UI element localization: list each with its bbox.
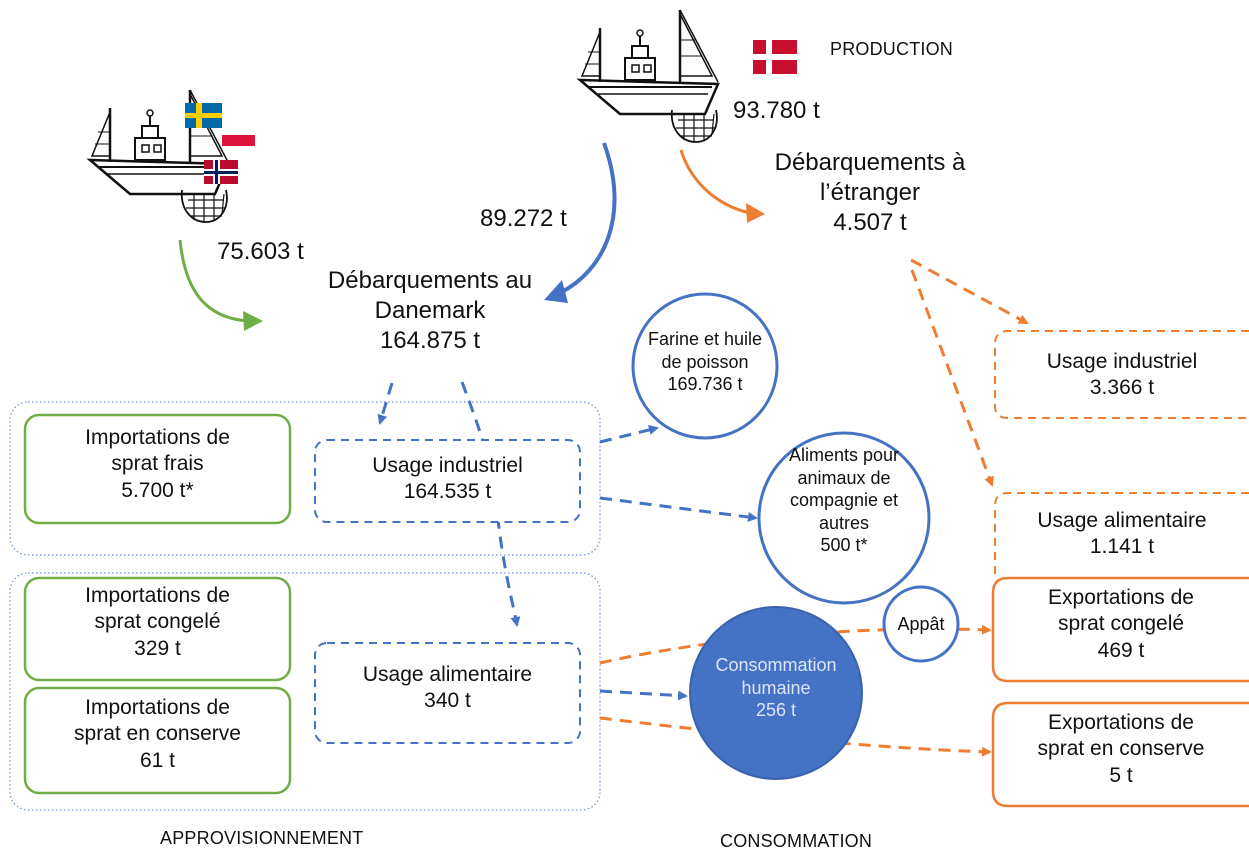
dk-industrial-use-text: Usage industriel 164.535 t bbox=[372, 454, 523, 504]
import-frozen-text: Importations de sprat congelé 329 t bbox=[85, 584, 230, 660]
swedish-flag-icon bbox=[185, 103, 222, 128]
flow-food-to-human bbox=[599, 689, 688, 701]
human-consumption-text: Consommation humaine 256 t bbox=[715, 655, 837, 720]
danish-landings-arrowhead bbox=[544, 280, 568, 303]
flow-foreign-to-food bbox=[910, 269, 994, 487]
foreign-landings-arrow bbox=[679, 149, 751, 215]
petfood-circle bbox=[757, 431, 931, 605]
foreign-industrial-use-text: Usage industriel 3.366 t bbox=[1046, 350, 1198, 400]
flow-industrial-to-petfood bbox=[599, 496, 758, 522]
foreign-food-use-text: Usage alimentaire 1.141 t bbox=[1037, 509, 1207, 559]
import-canned-text: Importations de sprat en conserve 61 t bbox=[74, 696, 241, 772]
polish-flag-icon bbox=[222, 133, 255, 146]
import-fresh-box bbox=[23, 413, 292, 525]
human-consumption-circle bbox=[689, 606, 863, 780]
foreign-fleet-arrow bbox=[178, 239, 249, 323]
export-canned-text: Exportations de sprat en conserve 5 t bbox=[1037, 711, 1205, 787]
consumption-section-label: CONSOMMATION bbox=[720, 831, 873, 851]
dk-food-use-box bbox=[314, 642, 581, 744]
import-frozen-box bbox=[23, 576, 292, 682]
import-canned-box bbox=[23, 686, 292, 795]
approvisionnement-group-food bbox=[9, 572, 601, 811]
bait-text: Appât bbox=[897, 614, 945, 634]
norwegian-flag-icon bbox=[204, 160, 238, 184]
foreign-fleet-arrowhead bbox=[243, 311, 263, 331]
danish-flag-icon bbox=[753, 40, 797, 74]
foreign-landings-arrowhead bbox=[746, 203, 765, 223]
flow-industrial-to-fishmeal bbox=[599, 425, 659, 444]
production-section-label: PRODUCTION bbox=[830, 39, 953, 59]
bait-circle bbox=[882, 585, 960, 663]
danish-landings-arrow bbox=[559, 142, 617, 295]
foreign-industrial-use-box bbox=[994, 330, 1249, 419]
dk-food-use-text: Usage alimentaire 340 t bbox=[362, 663, 533, 713]
production-total-value: 93.780 t bbox=[733, 97, 820, 124]
flow-foreign-to-industrial bbox=[910, 258, 1029, 325]
approvisionnement-group-industrial bbox=[9, 401, 601, 556]
danish-fishing-boat-icon bbox=[578, 8, 720, 144]
fishmeal-text: Farine et huile de poisson 169.736 t bbox=[647, 329, 763, 394]
supply-section-label: APPROVISIONNEMENT bbox=[160, 828, 364, 848]
fishmeal-circle bbox=[631, 292, 779, 440]
import-fresh-text: Importations de sprat frais 5.700 t* bbox=[85, 426, 230, 502]
foreign-food-use-box bbox=[994, 492, 1249, 575]
danish-fleet-value: 89.272 t bbox=[480, 205, 567, 232]
dk-industrial-use-box bbox=[314, 439, 581, 523]
export-frozen-box bbox=[991, 576, 1249, 683]
foreign-fleet-value: 75.603 t bbox=[217, 238, 304, 265]
flow-landings-to-industrial bbox=[377, 382, 394, 425]
dk-landings-label: Débarquements au Danemark 164.875 t bbox=[327, 267, 533, 354]
export-canned-box bbox=[991, 701, 1249, 808]
export-frozen-text: Exportations de sprat congelé 469 t bbox=[1048, 586, 1194, 662]
petfood-text: Aliments pour animaux de compagnie et au… bbox=[788, 445, 900, 555]
foreign-landings-label: Débarquements à l’étranger 4.507 t bbox=[774, 149, 966, 236]
